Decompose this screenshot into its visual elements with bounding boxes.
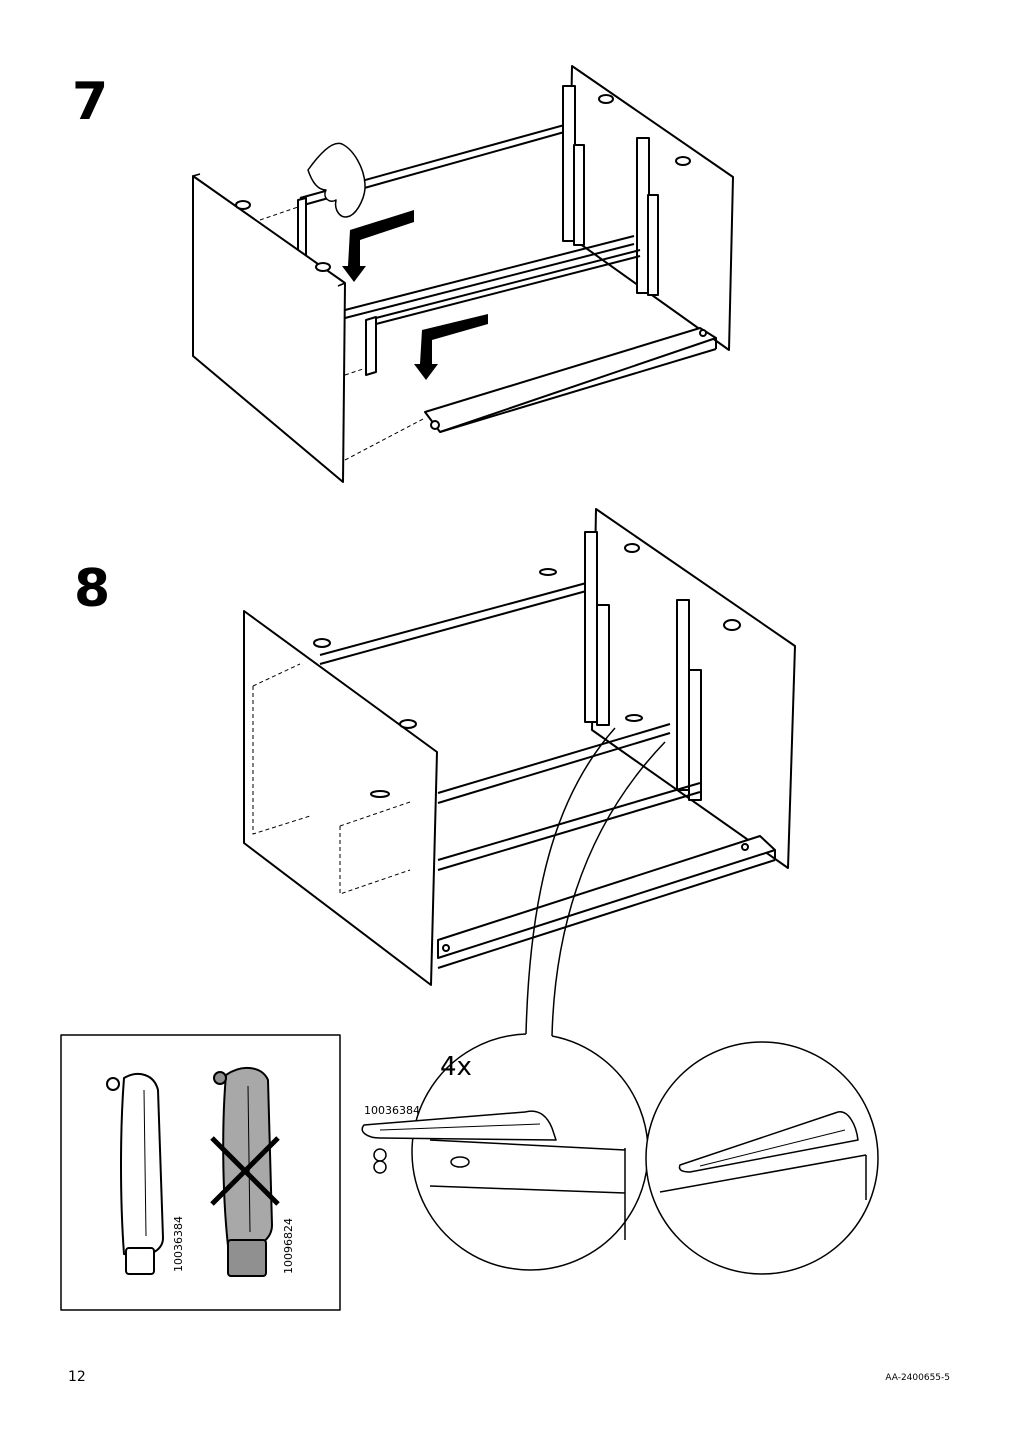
left-side-panel [192, 175, 346, 483]
left-side-panel [243, 610, 438, 986]
plinth-board [424, 327, 717, 433]
lower-rail [365, 316, 377, 376]
hand-icon [307, 142, 366, 218]
detail-part-number: 10036384 [364, 1104, 420, 1117]
step-7-number: 7 [72, 72, 109, 132]
page-number: 12 [68, 1369, 86, 1385]
wrong-connector [210, 1067, 280, 1277]
correct-part-number: 10036384 [172, 1216, 185, 1272]
step-8-number: 8 [74, 559, 111, 619]
document-id: AA-2400655-5 [885, 1373, 950, 1383]
correct-connector [106, 1073, 164, 1275]
comparison-box [60, 1034, 341, 1311]
quantity-label: 4x [440, 1052, 472, 1082]
step-8-cabinet [243, 508, 796, 1037]
step-7-cabinet [192, 65, 734, 483]
cross-mark-icon [210, 1136, 280, 1206]
wrong-part-number: 10096824 [282, 1218, 295, 1274]
arrow-down-icon [342, 210, 488, 380]
detail-circle-left [411, 1033, 649, 1271]
